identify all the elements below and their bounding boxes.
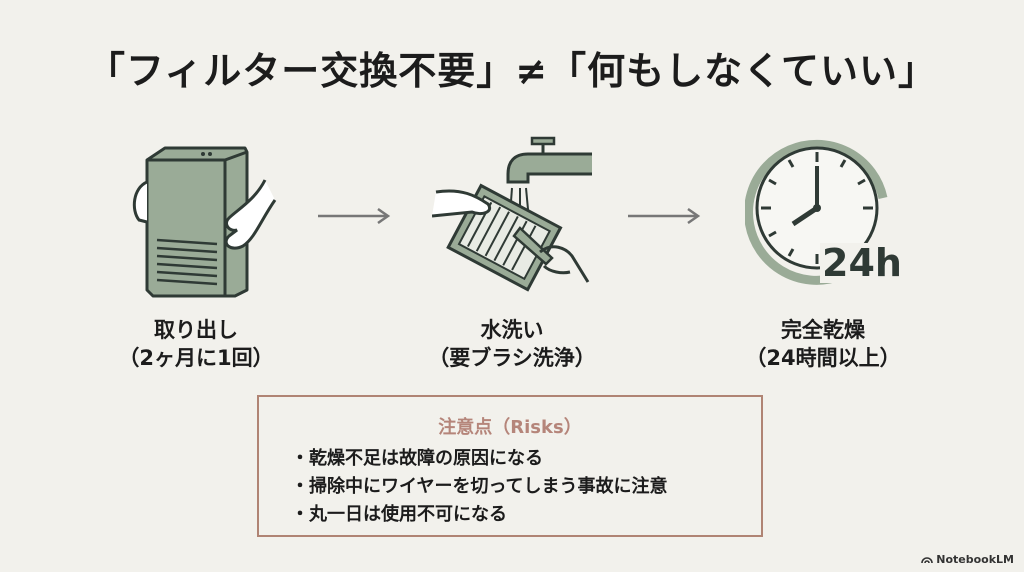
risks-title: 注意点（Risks） [438,417,582,438]
notebooklm-watermark: NotebookLM [921,553,1014,566]
step-subtitle: （2ヶ月に1回） [118,346,274,370]
step-subtitle: （24時間以上） [745,346,901,370]
clock-icon [745,139,888,285]
slide-title: 「フィルター交換不要」≠「何もしなくていい」 [87,49,937,93]
notebooklm-logo-icon [921,557,934,564]
purifier-unit-icon [132,146,277,298]
risk-item: 丸一日は使用不可になる [291,501,761,529]
duration-badge: 24h [820,241,904,285]
risk-item: 掃除中にワイヤーを切ってしまう事故に注意 [291,473,761,501]
arrow-right-icon [628,207,701,225]
risks-box: 注意点（Risks） 乾燥不足は故障の原因になる 掃除中にワイヤーを切ってしまう… [257,395,763,537]
step-title: 水洗い [480,318,544,342]
arrow-right-icon [318,207,391,225]
step-label-wash: 水洗い （要ブラシ洗浄） [392,316,632,372]
step-title: 取り出し [154,318,238,342]
faucet-wash-icon [432,136,592,292]
step-subtitle: （要ブラシ洗浄） [428,346,596,370]
risks-list: 乾燥不足は故障の原因になる 掃除中にワイヤーを切ってしまう事故に注意 丸一日は使… [291,445,761,529]
step-title: 完全乾燥 [781,318,865,342]
step-label-dry: 完全乾燥 （24時間以上） [703,316,943,372]
risk-item: 乾燥不足は故障の原因になる [291,445,761,473]
step-label-remove: 取り出し （2ヶ月に1回） [76,316,316,372]
watermark-text: NotebookLM [936,553,1014,566]
